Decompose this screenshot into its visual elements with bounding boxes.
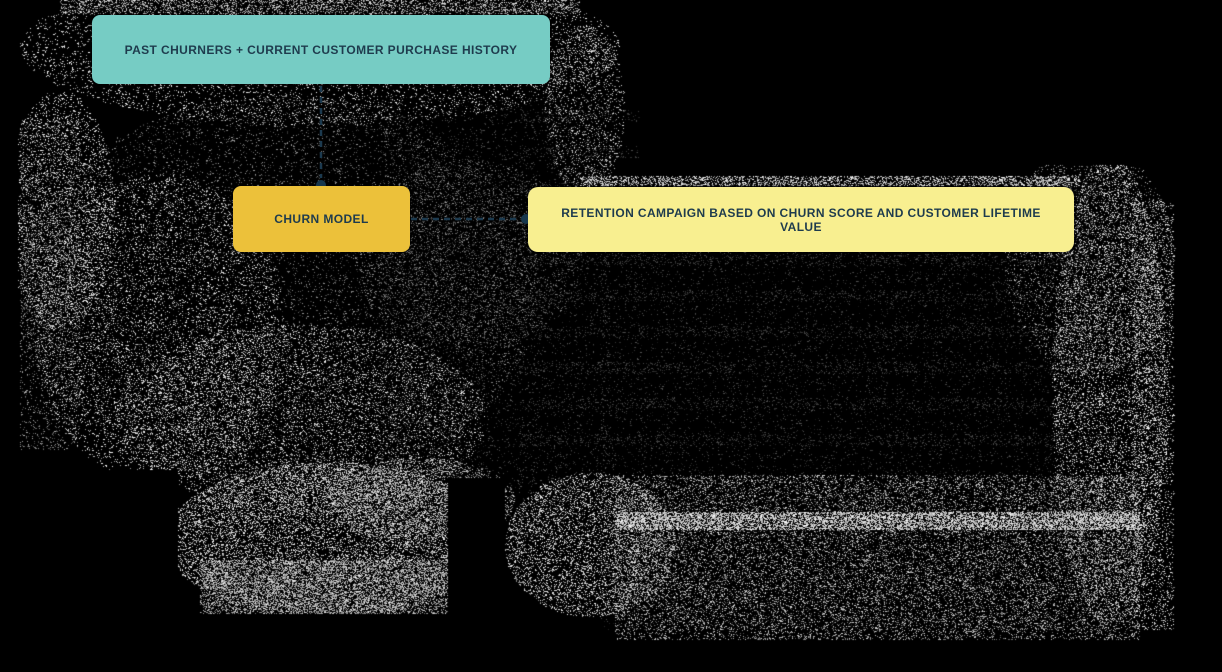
node-retention-campaign-label: RETENTION CAMPAIGN BASED ON CHURN SCORE … — [561, 205, 1041, 234]
node-purchase-history-label: PAST CHURNERS + CURRENT CUSTOMER PURCHAS… — [124, 42, 518, 57]
node-purchase-history: PAST CHURNERS + CURRENT CUSTOMER PURCHAS… — [92, 15, 550, 84]
node-retention-campaign: RETENTION CAMPAIGN BASED ON CHURN SCORE … — [528, 187, 1074, 252]
node-churn-model-label: CHURN MODEL — [274, 212, 369, 226]
node-churn-model: CHURN MODEL — [233, 186, 410, 252]
